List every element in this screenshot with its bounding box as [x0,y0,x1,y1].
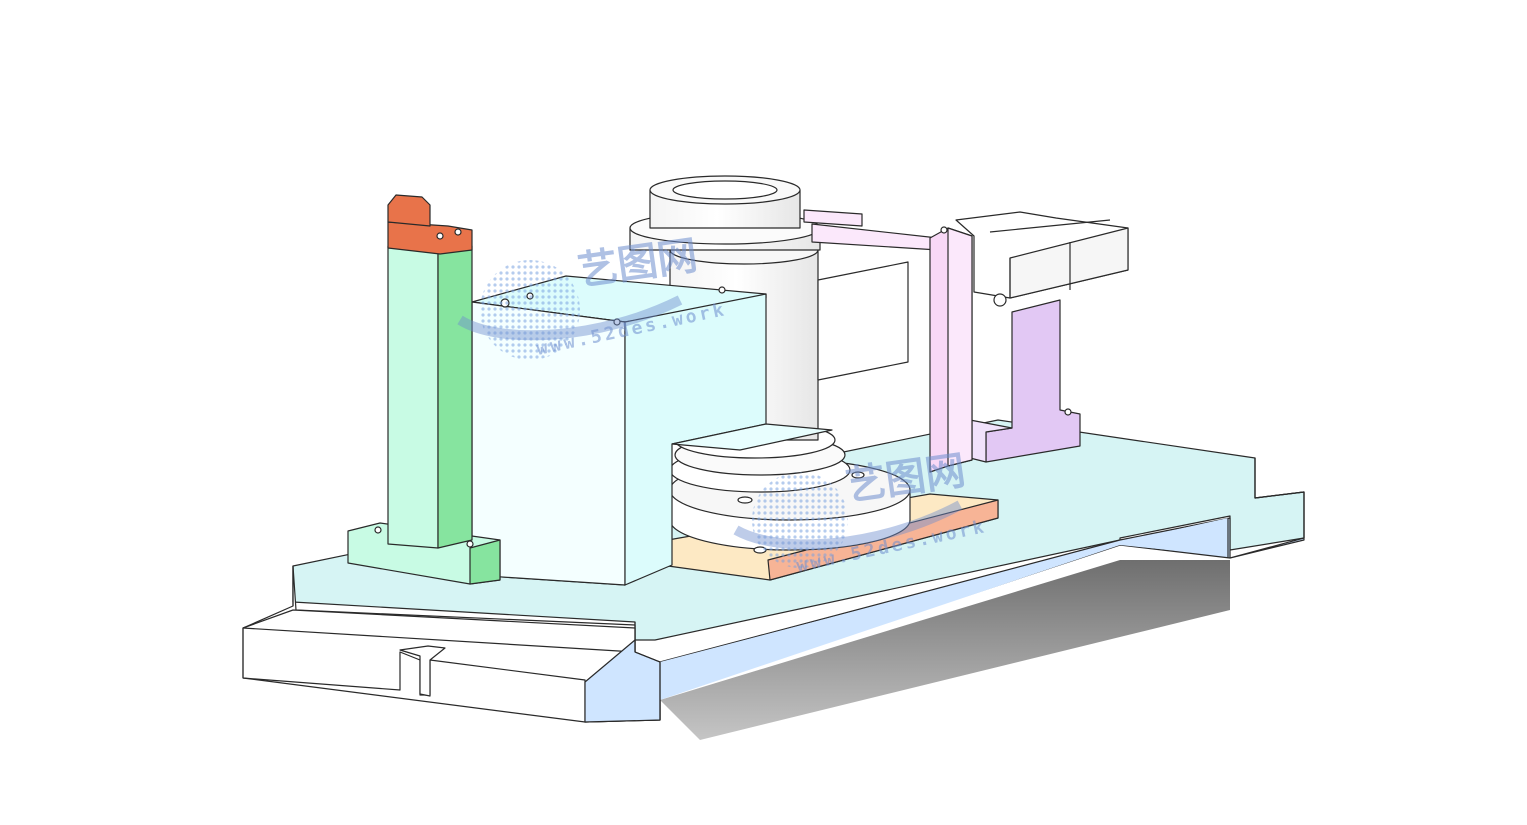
green-pillar [347,194,501,585]
globe-swoosh-icon [733,472,963,568]
pink-bracket [803,209,973,473]
globe-swoosh-icon [457,260,683,360]
base-shadow [660,560,1230,740]
slide-cylinder [955,211,1129,463]
